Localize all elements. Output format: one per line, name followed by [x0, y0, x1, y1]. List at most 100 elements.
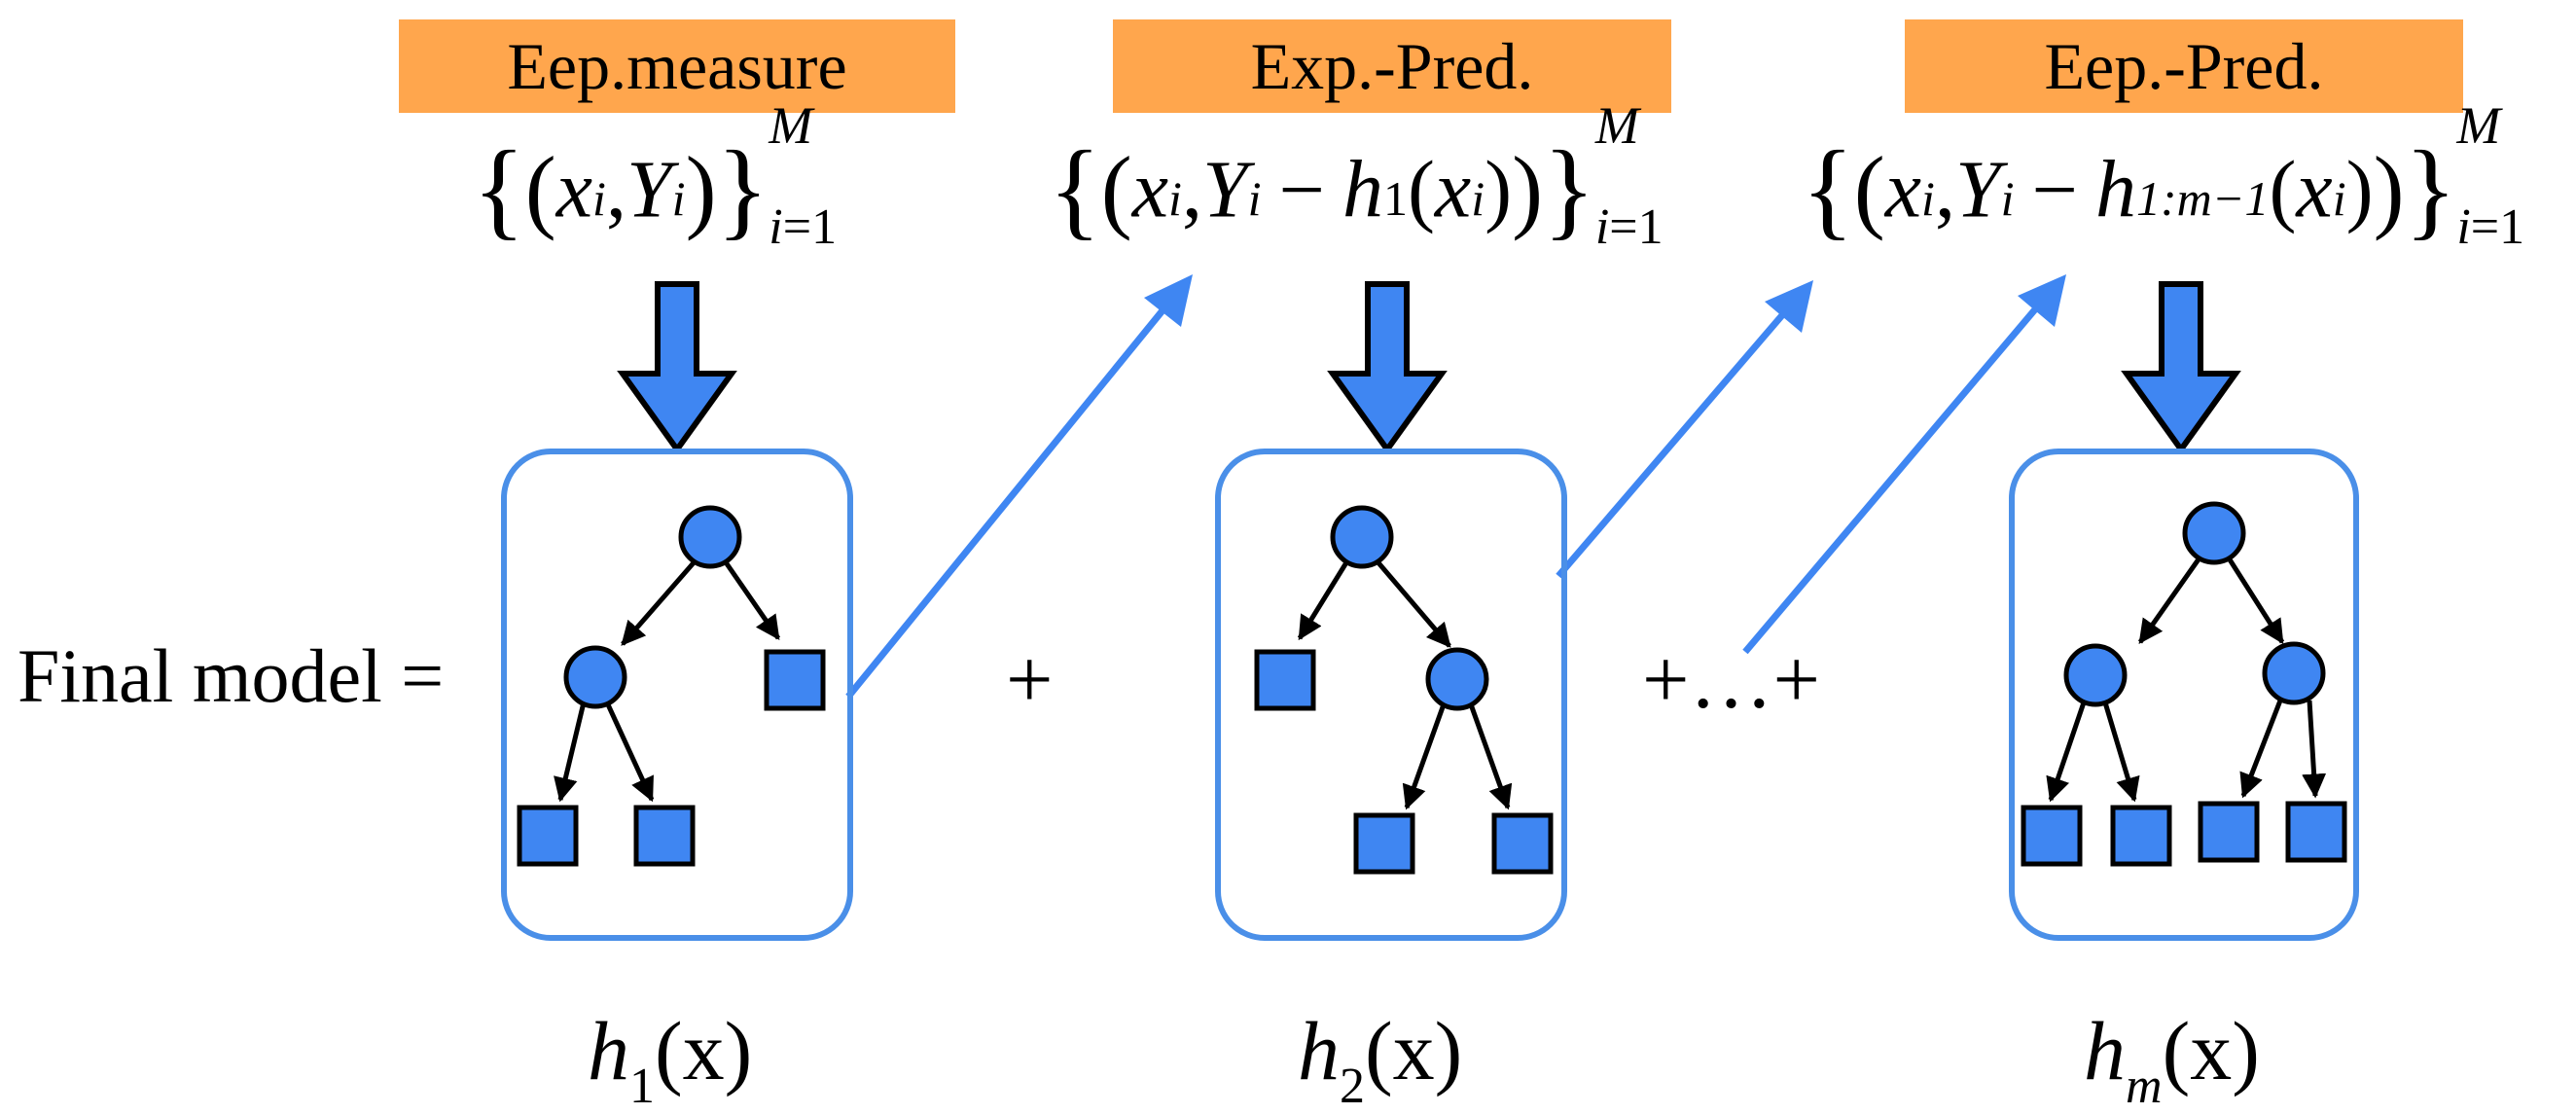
formula-3-y-sub: i [2000, 170, 2015, 226]
plus-operator: + [1006, 632, 1054, 726]
formula-3-lower-var: i [2456, 199, 2471, 255]
formula-1-comma: , [605, 144, 626, 235]
tree-1-split-node [563, 645, 627, 709]
formula-3-arg-open: ( [2269, 144, 2297, 235]
down-arrow-3 [2121, 281, 2241, 455]
tree-2 [1254, 505, 1554, 875]
formula-1-open-paren: ( [524, 137, 556, 241]
formula-3-arg: x [2296, 144, 2333, 235]
formula-2-arg-open: ( [1407, 144, 1435, 235]
formula-1-y: Y [626, 144, 672, 235]
tree-3-leaf [2021, 805, 2083, 867]
formula-2-lower-var: i [1594, 199, 1610, 255]
tree-3-leaf [2285, 801, 2347, 863]
formula-2-h-sub: 1 [1382, 170, 1408, 226]
tree-box-2 [1215, 449, 1567, 941]
tree-label-2-h: h [1298, 1004, 1340, 1097]
tree-1-leaf [517, 805, 579, 867]
tree-2-split-node [1425, 647, 1489, 711]
formula-2-arg-close: ) [1485, 144, 1513, 235]
formula-3-lower-eq: =1 [2470, 199, 2525, 255]
tree-2-leaf [1491, 812, 1554, 875]
formula-3-y: Y [1954, 144, 2001, 235]
tree-1-leaf [764, 649, 826, 711]
formula-3-x: x [1884, 144, 1922, 235]
formula-1-upper-limit: M [769, 96, 813, 155]
tree-2-leaf [1254, 649, 1316, 711]
formula-1-x-sub: i [592, 170, 606, 226]
tree-3-split-node [2063, 643, 2128, 707]
tree-label-3-h: h [2084, 1004, 2126, 1097]
formula-2-minus: − [1278, 144, 1325, 235]
tree-3 [2021, 501, 2347, 867]
formula-2-arg-sub: i [1471, 170, 1485, 226]
tree-label-2-sub: 2 [1340, 1059, 1365, 1114]
tree-label-1-sub: 1 [629, 1059, 655, 1114]
formula-1-lower-eq: =1 [782, 199, 838, 255]
final-model-label: Final model = [18, 633, 445, 718]
formula-2-h: h [1342, 144, 1383, 235]
formula-1-open-brace: { [473, 129, 525, 250]
formula-3-open-brace: { [1802, 129, 1854, 250]
tree-label-2-arg: (x) [1365, 1004, 1463, 1097]
down-arrow-1 [617, 281, 737, 455]
tree-label-3-sub: m [2126, 1059, 2163, 1114]
tree-3-root-node [2182, 501, 2246, 565]
down-arrow-2 [1327, 281, 1448, 455]
formula-3-x-sub: i [1921, 170, 1935, 226]
tree-label-3: hm(x) [2084, 1002, 2260, 1114]
formula-2-x: x [1131, 144, 1169, 235]
formula-2-comma: , [1181, 144, 1202, 235]
tree-label-1-arg: (x) [655, 1004, 753, 1097]
formula-2-close-brace: } [1543, 129, 1595, 250]
formula-2-y: Y [1201, 144, 1248, 235]
diagonal-arrow-2 [1556, 280, 1813, 579]
diagonal-arrow-3 [1742, 274, 2066, 655]
formula-2-lower-eq: =1 [1609, 199, 1664, 255]
formula-2-close-paren: ) [1512, 137, 1544, 241]
formula-1-close-paren: ) [685, 137, 717, 241]
diagonal-arrow-1 [845, 274, 1193, 700]
tree-2-root-node [1330, 505, 1394, 569]
formula-2-arg: x [1434, 144, 1472, 235]
tree-label-1: h1(x) [588, 1002, 753, 1114]
formula-1-x: x [555, 144, 593, 235]
formula-1-y-sub: i [671, 170, 686, 226]
formula-2-upper-limit: M [1594, 96, 1639, 155]
formula-3-close-brace: } [2404, 129, 2457, 250]
tree-1-root-node [678, 505, 742, 569]
tree-3-split-node [2262, 641, 2326, 705]
tree-1 [517, 505, 826, 867]
formula-3-arg-sub: i [2332, 170, 2346, 226]
tree-label-3-arg: (x) [2162, 1004, 2260, 1097]
tree-1-leaf [633, 805, 696, 867]
formula-3-comma: , [1934, 144, 1955, 235]
plus-ellipsis-plus-operator: +…+ [1642, 632, 1821, 726]
tree-3-leaf [2110, 805, 2172, 867]
tree-3-leaf [2198, 801, 2260, 863]
formula-1-close-brace: } [716, 129, 769, 250]
tree-box-1 [501, 449, 853, 941]
header-label-1: Eep.measure [399, 19, 955, 113]
formula-3-minus: − [2031, 144, 2078, 235]
formula-3-open-paren: ( [1853, 137, 1885, 241]
formula-3-arg-close: ) [2345, 144, 2374, 235]
header-label-2: Exp.-Pred. [1113, 19, 1671, 113]
formula-3-close-paren: ) [2373, 137, 2405, 241]
formula-3-h-sub: 1:m−1 [2135, 170, 2270, 226]
header-label-3: Eep.-Pred. [1905, 19, 2463, 113]
formula-1-lower-var: i [769, 199, 783, 255]
tree-label-2: h2(x) [1298, 1002, 1463, 1114]
formula-2-open-brace: { [1049, 129, 1101, 250]
formula-2-y-sub: i [1247, 170, 1262, 226]
formula-3-upper-limit: M [2456, 96, 2501, 155]
tree-2-leaf [1353, 812, 1415, 875]
formula-2-x-sub: i [1168, 170, 1182, 226]
tree-label-1-h: h [588, 1004, 629, 1097]
formula-2-open-paren: ( [1100, 137, 1132, 241]
tree-box-3 [2009, 449, 2359, 941]
